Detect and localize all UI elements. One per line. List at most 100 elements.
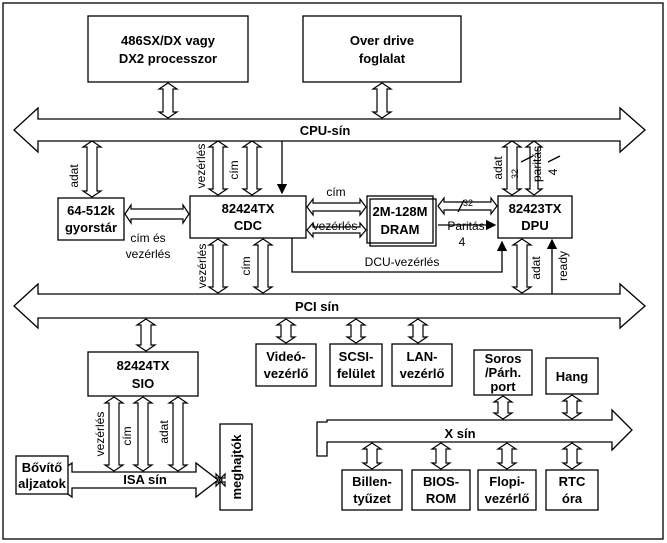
lan-box-line1: LAN- (406, 349, 437, 364)
overdrive-box (302, 15, 462, 83)
cache-box-line1: 64-512k (67, 203, 115, 218)
pci-bus (13, 282, 646, 330)
keyboard-box-line1: Billen- (352, 474, 392, 489)
label-dpu-32-top: 32 (510, 169, 520, 179)
dpu-box (497, 195, 573, 239)
cpu-box-line2: DX2 processzor (119, 51, 217, 66)
floppy-x-arrow (496, 442, 518, 470)
dram-box-line1: 2M-128M (373, 204, 428, 219)
video-pci-arrow (275, 318, 297, 344)
sio-box (87, 351, 199, 397)
dcu-control-arrow (291, 238, 508, 273)
label-ready: ready (556, 251, 570, 281)
label-cim-es: cím és (130, 231, 165, 245)
scsi-box-line1: SCSI- (339, 349, 374, 364)
drivers-box (219, 423, 253, 511)
label-dram-dpu-32: 32 (463, 198, 473, 208)
serial-box-line1: Soros (485, 351, 522, 366)
dram-box (366, 195, 434, 244)
floppy-box-line2: vezérlő (485, 491, 530, 506)
serial-box-line2: /Párh. (485, 365, 521, 380)
drivers-box-label: meghajtók (229, 434, 244, 500)
label-sio-cim: cím (120, 426, 134, 445)
dram-box-shadow (369, 198, 437, 247)
overdrive-box-line1: Over drive (350, 33, 414, 48)
expansion-box-line1: Bővítő (22, 460, 63, 475)
label-dcu-vezerles: DCU-vezérlés (365, 255, 440, 269)
sio-adat-arrow (167, 396, 189, 472)
keyboard-box (341, 469, 403, 511)
scsi-pci-arrow (345, 318, 367, 344)
width-mark-dram (457, 199, 465, 213)
scsi-box (329, 343, 383, 387)
rtc-box-line2: óra (562, 491, 583, 506)
label-dpu-adat-top: adat (491, 156, 505, 180)
label-cdc-cim-bottom: cím (239, 256, 253, 275)
cdc-box-line2: CDC (234, 218, 263, 233)
serial-box (473, 349, 533, 396)
sound-box-line1: Hang (556, 369, 589, 384)
sio-vezerles-arrow (103, 396, 125, 472)
label-sio-adat: adat (157, 420, 171, 444)
label-dram-dpu-4: 4 (459, 235, 466, 249)
label-dpu-paritas: paritás (530, 146, 544, 182)
dpu-paritas-arrow (524, 140, 544, 196)
sound-x-arrow (561, 394, 583, 420)
bios-box-line1: BIOS- (423, 474, 459, 489)
scsi-box-line2: felület (337, 366, 376, 381)
isa-bus-label: ISA sín (123, 472, 167, 487)
serial-x-arrow (492, 395, 514, 420)
overdrive-box-line2: foglalat (359, 51, 406, 66)
label-cdc-vezerles-bottom: vezérlés (195, 244, 209, 289)
lan-pci-arrow (407, 318, 429, 344)
lan-box-line2: vezérlő (400, 366, 445, 381)
cdc-dram-vezerles-arrow (306, 221, 367, 239)
cpu-bus (13, 106, 646, 154)
cpu-bus-arrow (157, 82, 179, 119)
bios-box-line2: ROM (426, 491, 456, 506)
connector-arrows (81, 82, 583, 488)
video-box-line2: vezérlő (264, 366, 309, 381)
label-dpu-adat-bottom: adat (529, 256, 543, 280)
cdc-vezerles-bottom-arrow (207, 238, 229, 294)
cdc-dram-cim-arrow (306, 197, 367, 217)
cache-box-line2: gyorstár (65, 220, 117, 235)
dpu-box-line2: DPU (521, 218, 548, 233)
cdc-box (189, 195, 307, 239)
cdc-cim-top-arrow (241, 140, 263, 196)
label-cdc-dram-vezerles: vezérlés (313, 219, 358, 233)
dpu-box-line1: 82423TX (509, 201, 562, 216)
expansion-box (15, 455, 69, 495)
label-dram-dpu-paritas: Paritás (447, 219, 484, 233)
cpu-bus-label: CPU-sín (300, 123, 351, 138)
sio-box-line2: SIO (132, 376, 154, 391)
label-dpu-4-top: 4 (546, 168, 560, 175)
cdc-box-line1: 82424TX (222, 201, 275, 216)
overdrive-bus-arrow (371, 82, 393, 119)
bios-box (411, 469, 471, 511)
label-cdc-vezerles-top: vezérlés (194, 144, 208, 189)
label-cdc-dram-cim: cím (326, 185, 345, 199)
label-sio-vezerles: vezérlés (93, 412, 107, 457)
pci-bus-label: PCI sín (295, 299, 339, 314)
sio-pci-arrow (135, 318, 157, 352)
sio-box-line1: 82424TX (117, 358, 170, 373)
label-cim-es-vezerles: vezérlés (126, 247, 171, 261)
cdc-cim-bottom-arrow (252, 238, 274, 294)
dpu-adat-top-arrow (501, 140, 523, 196)
keyboard-box-line2: tyűzet (353, 491, 391, 506)
cpu-box (87, 15, 249, 83)
bios-x-arrow (430, 442, 452, 470)
serial-box-line3: port (490, 379, 516, 394)
label-cdc-cim-top: cím (227, 160, 241, 179)
lan-box (391, 343, 453, 387)
keyboard-x-arrow (361, 442, 383, 470)
isa-bus (46, 461, 220, 499)
rtc-box (545, 469, 599, 511)
floppy-box-line1: Flopi- (489, 474, 524, 489)
floppy-box (477, 469, 537, 511)
label-cache-adat: adat (67, 164, 81, 188)
dpu-adat-bottom-arrow (511, 238, 533, 294)
